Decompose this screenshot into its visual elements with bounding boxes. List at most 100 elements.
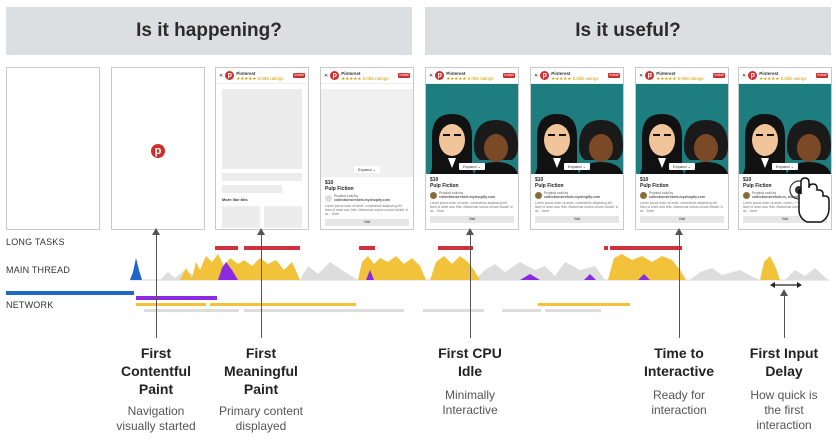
expand-button: Expand ⌄ — [668, 163, 696, 170]
header-is-it-happening: Is it happening? — [6, 7, 412, 55]
character-left-face — [439, 124, 465, 156]
marker-arrow-icon — [780, 289, 788, 296]
long-task-bar — [244, 246, 300, 250]
product-title: Pulp Fiction — [325, 186, 354, 192]
marker-line-tti — [679, 234, 680, 338]
product-title: Pulp Fiction — [640, 183, 669, 189]
product-image: Expand ⌄ — [531, 84, 623, 174]
main-thread-other — [475, 262, 605, 280]
image-placeholder — [222, 89, 302, 169]
main-thread-scripting — [358, 256, 426, 280]
frame-topbar: ✕ p Pinterest★★★★★ 5,056 ratings Install — [531, 68, 623, 84]
text-placeholder — [222, 173, 302, 181]
frame-skeleton: ✕ p Pinterest★★★★★ 5,056 ratings Install… — [215, 67, 309, 230]
character-left-eyebrows — [443, 134, 450, 136]
marker-line-fmp — [261, 234, 262, 338]
expand-button: Expand ⌄ — [563, 163, 591, 170]
description-text: Lorem ipsum dolor sit amet, consectetur … — [325, 204, 409, 216]
character-right-suit — [474, 162, 518, 174]
frame-topbar: ✕ p Pinterest★★★★★ 5,056 ratings Install — [216, 68, 308, 84]
arrow-right-icon — [797, 282, 802, 288]
description-text: Lorem ipsum dolor sit amet, consectetur … — [535, 201, 619, 213]
brand-label: Pinterest — [551, 70, 571, 76]
visit-button: Visit — [430, 216, 514, 223]
arrow-left-icon — [770, 282, 775, 288]
ratings-label: ★★★★★ 5,056 ratings — [446, 75, 494, 81]
pinterest-logo-icon: p — [645, 71, 655, 80]
price-label: $10 — [640, 177, 649, 183]
characters-illustration — [535, 114, 623, 174]
close-icon: ✕ — [219, 72, 224, 79]
network-bar-script — [136, 303, 206, 306]
install-button: Install — [293, 73, 305, 78]
main-thread-rendering — [366, 270, 374, 280]
main-thread-other — [300, 262, 358, 280]
character-left-eyebrows — [653, 134, 660, 136]
long-task-bar — [359, 246, 375, 250]
avatar — [535, 191, 542, 199]
network-bar-image — [545, 309, 601, 312]
main-thread-scripting — [180, 254, 300, 280]
network-bar-script — [538, 303, 630, 306]
price-label: $10 — [535, 177, 544, 183]
network-bar-css — [136, 296, 217, 300]
long-task-bar — [215, 246, 238, 250]
pinterest-logo-icon: p — [151, 144, 165, 158]
text-placeholder — [222, 185, 282, 193]
main-thread-rendering — [638, 274, 650, 280]
description-text: Lorem ipsum dolor sit amet, consectetur … — [640, 201, 724, 213]
character-right-face — [589, 134, 613, 162]
character-left-eyebrows — [767, 134, 774, 136]
main-thread-other — [690, 268, 760, 280]
marker-line-fcp — [156, 234, 157, 338]
character-right-suit — [579, 162, 623, 174]
frame-blank-1 — [6, 67, 100, 230]
character-left-eyebrows — [548, 134, 555, 136]
grid-placeholder — [222, 206, 302, 228]
character-left-shirt — [761, 158, 769, 168]
visit-button: Visit — [325, 219, 409, 226]
brand-label: Pinterest — [236, 70, 256, 76]
store-label: collections/rebels.myshopify.com — [752, 195, 808, 199]
marker-arrow-icon — [466, 228, 474, 235]
main-thread-other — [785, 268, 828, 280]
main-thread-rendering — [218, 262, 238, 280]
frame-topbar: ✕ p Pinterest★★★★★ 5,056 ratings Install — [426, 68, 518, 84]
character-left-shirt — [553, 158, 561, 168]
main-thread-scripting — [430, 256, 480, 280]
marker-line-fci — [470, 234, 471, 338]
install-button: Install — [713, 73, 725, 78]
ratings-label: ★★★★★ 5,056 ratings — [759, 75, 807, 81]
character-right-suit — [787, 162, 831, 174]
avatar — [743, 191, 750, 199]
frame-text-loaded: ✕ p Pinterest★★★★★ 5,056 ratings Install… — [320, 67, 414, 230]
character-right-suit — [684, 162, 728, 174]
description-text: Lorem ipsum dolor sit amet, consectetur … — [743, 201, 827, 213]
avatar — [325, 194, 332, 202]
character-left-eyebrows — [756, 134, 763, 136]
price-label: $10 — [743, 177, 752, 183]
install-button: Install — [398, 73, 410, 78]
frame-full-2: ✕ p Pinterest★★★★★ 5,056 ratings Install… — [530, 67, 624, 230]
product-title: Pulp Fiction — [535, 183, 564, 189]
network-bar-document — [6, 291, 134, 295]
pinterest-logo-icon: p — [435, 71, 445, 80]
network-bar-image — [502, 309, 541, 312]
ratings-label: ★★★★★ 5,056 ratings — [341, 75, 389, 81]
ratings-label: ★★★★★ 5,056 ratings — [551, 75, 599, 81]
marker-line-fid — [784, 292, 785, 338]
frame-topbar: ✕ p Pinterest★★★★★ 5,056 ratings Install — [739, 68, 831, 84]
marker-arrow-icon — [675, 228, 683, 235]
description-text: Lorem ipsum dolor sit amet, consectetur … — [430, 201, 514, 213]
lane-label-main-thread: MAIN THREAD — [6, 265, 71, 275]
visit-button: Visit — [640, 216, 724, 223]
expand-button: Expand ⌄ — [458, 163, 486, 170]
product-title: Pulp Fiction — [743, 183, 772, 189]
